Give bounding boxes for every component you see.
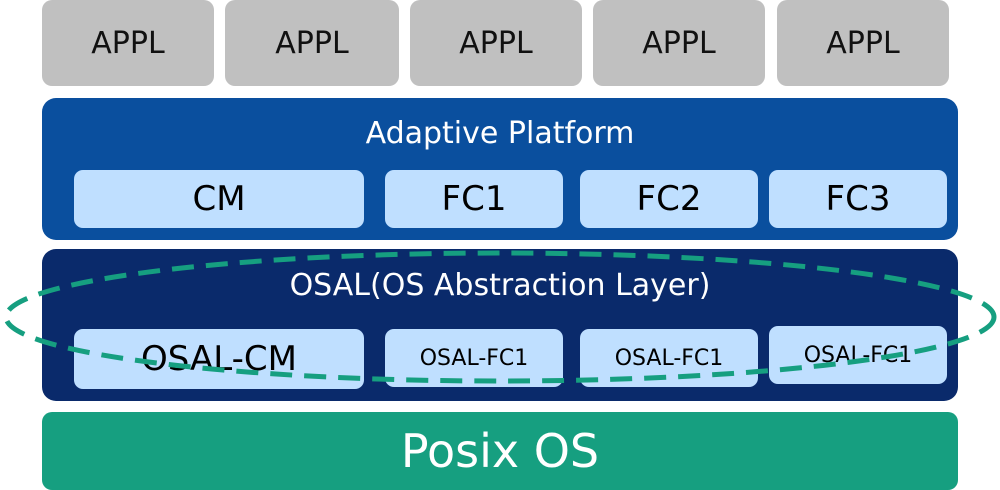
- posix-os-layer: Posix OS: [42, 412, 958, 490]
- appl-box-2: APPL: [225, 0, 399, 86]
- osal-module-fc1: OSAL-FC1: [385, 329, 563, 387]
- module-cm: CM: [74, 170, 364, 228]
- appl-box-1: APPL: [42, 0, 214, 86]
- osal-module-cm: OSAL-CM: [74, 329, 364, 389]
- module-fc2: FC2: [580, 170, 758, 228]
- adaptive-platform-title: Adaptive Platform: [365, 116, 635, 151]
- osal-title: OSAL(OS Abstraction Layer): [289, 268, 711, 303]
- module-fc3: FC3: [769, 170, 947, 228]
- osal-module-fc3: OSAL-FC1: [769, 326, 947, 384]
- appl-box-4: APPL: [593, 0, 765, 86]
- appl-box-5: APPL: [777, 0, 949, 86]
- module-fc1: FC1: [385, 170, 563, 228]
- appl-box-3: APPL: [410, 0, 582, 86]
- osal-module-fc2: OSAL-FC1: [580, 329, 758, 387]
